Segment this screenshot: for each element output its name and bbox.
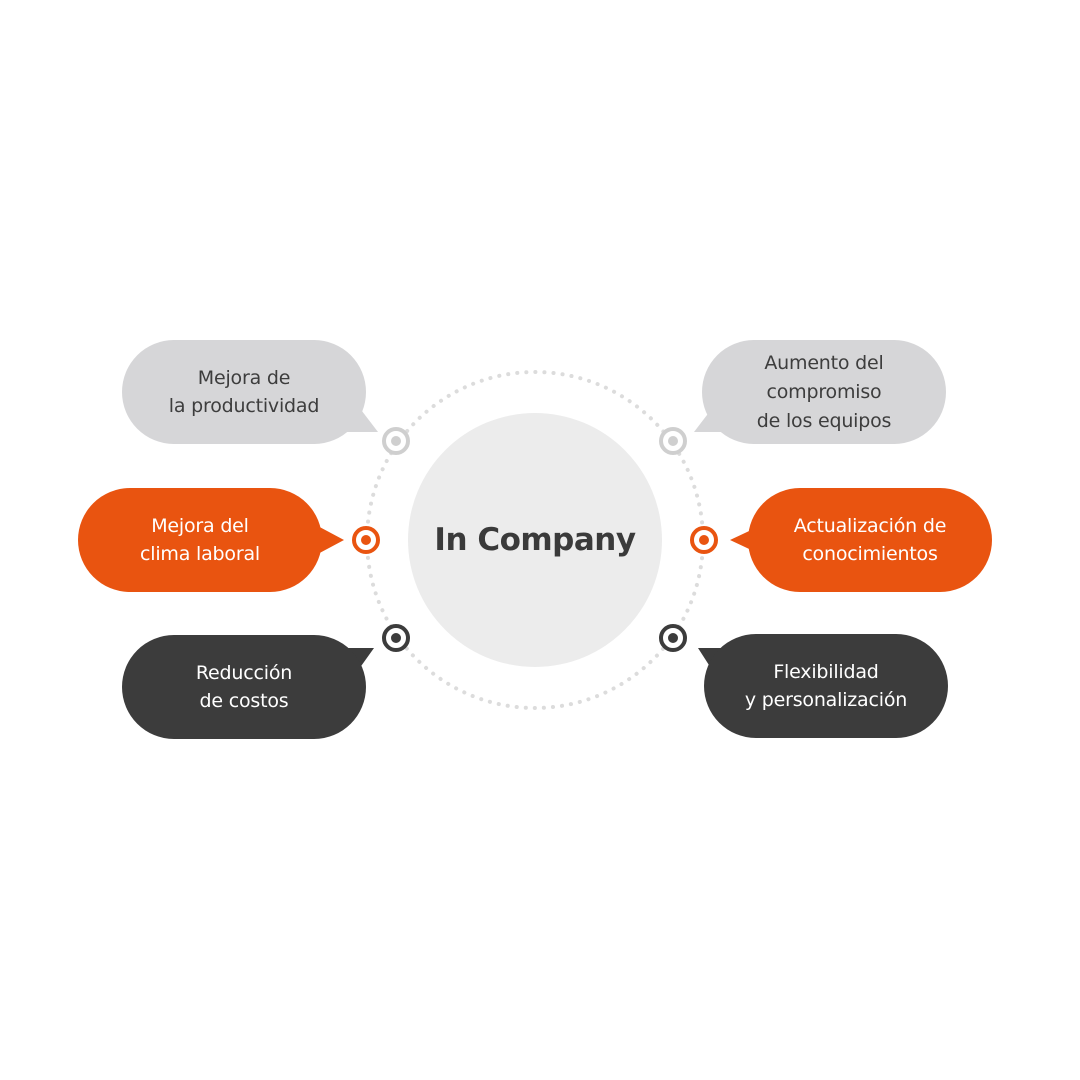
target-marker-mid-left <box>352 526 380 554</box>
bubble-mejora-productividad: Mejora de la productividad <box>122 340 366 444</box>
bubble-line: Mejora de <box>197 367 291 389</box>
center-circle <box>408 413 662 667</box>
bubble-line: Reducción <box>195 662 293 684</box>
bubble-reduccion-costos: Reducción de costos <box>122 635 366 739</box>
target-marker-bottom-right <box>659 624 687 652</box>
target-marker-bottom-left <box>382 624 410 652</box>
bubble-line: Actualización de <box>793 515 947 537</box>
bubble-line: de costos <box>199 690 289 712</box>
bubble-flexibilidad-personalizacion: Flexibilidad y personalización <box>704 634 948 738</box>
target-marker-top-right <box>659 427 687 455</box>
bubble-line: conocimientos <box>802 543 938 565</box>
bubble-actualizacion-conocimientos: Actualización de conocimientos <box>748 488 992 592</box>
center-title: In Company <box>434 522 636 558</box>
bubble-line: y personalización <box>744 689 908 711</box>
target-marker-top-left <box>382 427 410 455</box>
bubble-line: Flexibilidad <box>773 661 879 683</box>
bubble-line: compromiso <box>766 380 882 403</box>
bubble-mejora-clima-laboral: Mejora del clima laboral <box>78 488 322 592</box>
bubble-line: clima laboral <box>140 543 260 565</box>
bubble-aumento-compromiso: Aumento del compromiso de los equipos <box>702 340 946 444</box>
target-marker-mid-right <box>690 526 718 554</box>
bubble-line: de los equipos <box>756 409 892 432</box>
bubble-line: Aumento del <box>764 351 884 374</box>
bubble-line: la productividad <box>168 395 320 417</box>
bubble-line: Mejora del <box>151 515 249 537</box>
